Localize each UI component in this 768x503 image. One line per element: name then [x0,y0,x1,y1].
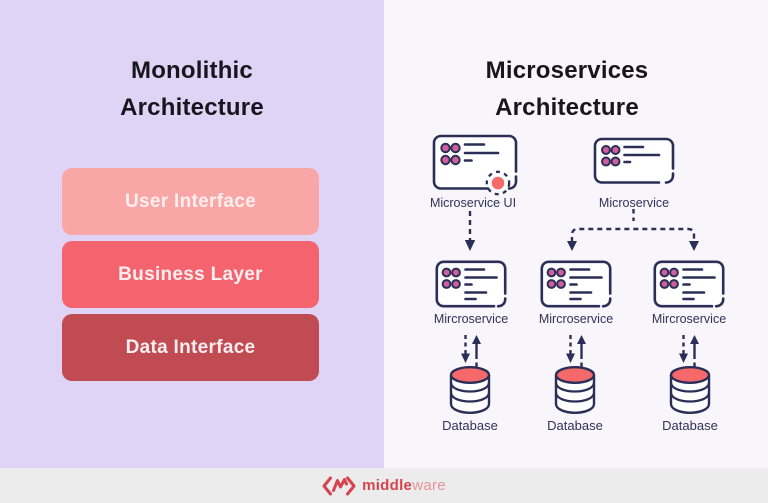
middleware-wordmark: middleware [362,477,446,495]
database-icon-3 [669,365,711,415]
monolithic-title-line2: Architecture [120,94,264,121]
layer-data-interface-label: Data Interface [125,336,256,358]
database-label-1: Database [442,418,498,433]
layer-user-interface-label: User Interface [125,190,256,212]
mircroservice-label-2: Mircroservice [538,312,614,326]
layer-user-interface: User Interface [62,168,319,235]
database-icon-2 [554,365,596,415]
microservices-title: Microservices Architecture [386,52,748,126]
microservices-title-line2: Architecture [495,94,639,121]
mircroservice-card-icon-1 [435,260,507,308]
dashed-split-arrows-icon [567,209,699,251]
middleware-logo-icon [322,476,356,495]
monolithic-title-line1: Monolithic [131,57,253,84]
database-label-2: Database [547,418,603,433]
dashed-port-ring-icon [485,170,511,196]
updown-arrows-icon-2 [566,335,586,367]
microservice-card-icon [593,137,675,184]
mircroservice-card-icon-3 [653,260,725,308]
mircroservice-label-1: Mircroservice [433,312,509,326]
microservices-title-line1: Microservices [485,57,649,84]
database-label-3: Database [662,418,718,433]
updown-arrows-icon-3 [679,335,699,367]
microservice-ui-label: Microservice UI [429,196,517,210]
dashed-down-arrow-icon [464,211,476,251]
microservice-ui-card-icon [432,134,518,196]
footer-bar: middleware [0,468,768,503]
updown-arrows-icon-1 [461,335,481,367]
port-dot-icon [491,176,505,190]
layer-business-layer-label: Business Layer [118,263,263,285]
mircroservice-label-3: Mircroservice [651,312,727,326]
brand-light-text: ware [412,476,446,494]
mircroservice-card-icon-2 [540,260,612,308]
microservice-label: Microservice [598,196,670,210]
database-icon-1 [449,365,491,415]
layer-business-layer: Business Layer [62,241,319,308]
layer-data-interface: Data Interface [62,314,319,381]
monolithic-title: Monolithic Architecture [0,52,384,126]
brand-bold-text: middle [362,476,413,494]
